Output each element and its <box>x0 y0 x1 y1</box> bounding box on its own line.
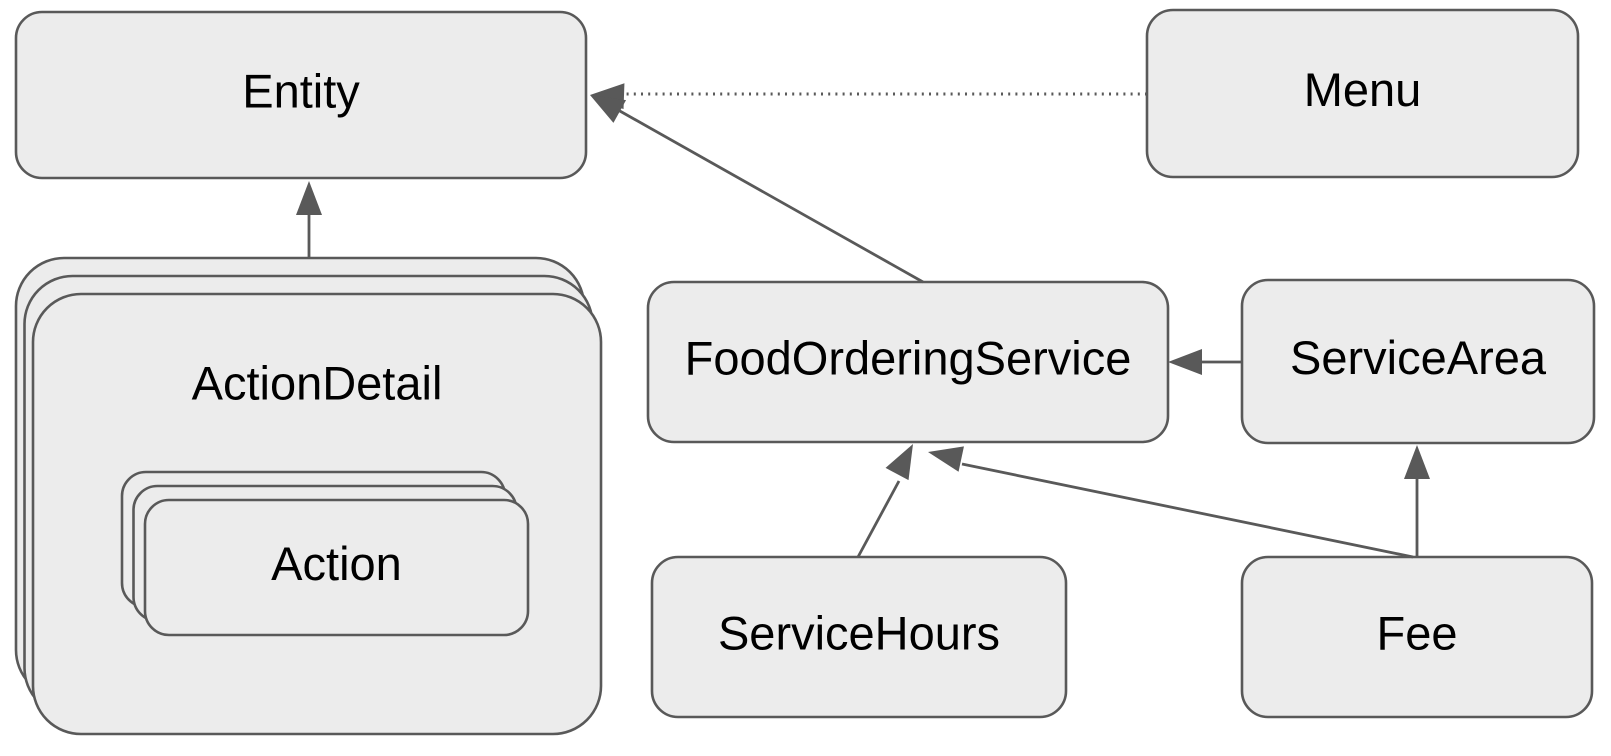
edge-fee-to-food-ordering-service <box>928 446 1414 559</box>
node-service-hours-shape <box>650 555 1068 719</box>
edge-service-area-to-food-ordering-service <box>1168 349 1242 375</box>
node-service-area[interactable] <box>1240 278 1596 445</box>
node-action-layer-3 <box>143 498 530 637</box>
arrowhead-fee-to-service-area <box>1404 445 1430 479</box>
arrowhead-food-ordering-service-to-entity <box>590 95 627 123</box>
node-menu-shape <box>1145 8 1580 179</box>
node-service-hours[interactable] <box>650 555 1068 719</box>
arrowhead-fee-to-food-ordering-service <box>928 446 964 472</box>
node-food-ordering-service[interactable] <box>646 280 1170 444</box>
edge-line-food-ordering-service-to-entity <box>610 104 924 284</box>
node-menu[interactable] <box>1145 8 1580 179</box>
edge-action-detail-to-entity <box>296 181 322 258</box>
node-entity[interactable] <box>14 10 588 180</box>
edges-layer <box>296 83 1430 559</box>
node-fee[interactable] <box>1240 555 1594 719</box>
arrowhead-service-hours-to-food-ordering-service <box>885 444 913 481</box>
edge-food-ordering-service-to-entity <box>590 95 924 284</box>
edge-line-service-hours-to-food-ordering-service <box>856 480 901 558</box>
edge-menu-to-entity <box>590 83 1147 110</box>
nodes-layer <box>14 8 1596 736</box>
edge-service-hours-to-food-ordering-service <box>856 444 913 558</box>
arrowhead-action-detail-to-entity <box>296 181 322 215</box>
edge-fee-to-service-area <box>1404 445 1430 557</box>
node-action[interactable] <box>120 470 530 637</box>
edge-line-fee-to-food-ordering-service <box>961 462 1414 559</box>
node-fee-shape <box>1240 555 1594 719</box>
node-entity-shape <box>14 10 588 180</box>
node-food-ordering-service-shape <box>646 280 1170 444</box>
node-service-area-shape <box>1240 278 1596 445</box>
arrowhead-service-area-to-food-ordering-service <box>1168 349 1202 375</box>
